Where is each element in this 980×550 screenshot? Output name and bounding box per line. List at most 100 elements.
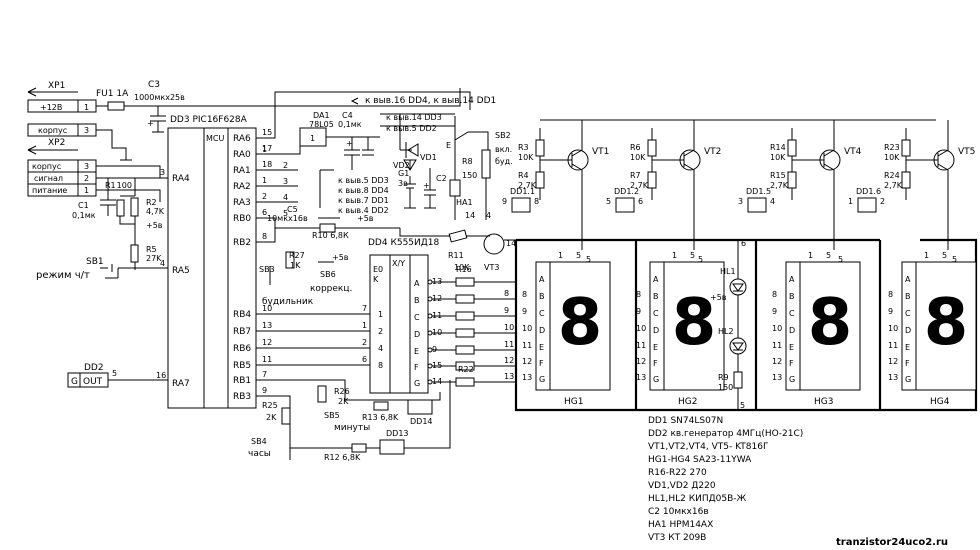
dd4-output-seg: B [414,296,420,305]
display-name: HG1 [564,397,583,407]
svg-text:R25: R25 [262,401,278,410]
svg-text:14: 14 [506,239,516,248]
svg-text:+5в: +5в [357,214,374,223]
segment-pin: 9 [888,307,893,316]
svg-text:SB4: SB4 [251,437,267,446]
svg-text:R13 6,8K: R13 6,8K [362,413,399,422]
svg-text:3в: 3в [398,179,408,188]
segment-letter: D [789,326,795,335]
svg-text:VT3: VT3 [484,263,499,272]
segment-letter: C [653,309,659,318]
segment-letter: B [789,292,795,301]
svg-text:SB5: SB5 [324,411,340,420]
svg-text:к выв.5 DD3: к выв.5 DD3 [338,176,389,185]
segment-letter: D [653,326,659,335]
transistor-leads [906,120,949,250]
mcu-pin-num: 7 [262,370,267,379]
bus-pin-num: 12 [504,356,514,365]
junction [427,313,433,319]
svg-text:10мкх16в: 10мкх16в [267,214,308,223]
segment-pin: 12 [522,357,532,366]
xp1-row2-pin: 3 [84,126,89,135]
mcu-pin-name: RB4 [233,310,251,320]
svg-text:будильник: будильник [262,297,314,307]
svg-text:R16: R16 [456,265,472,274]
mcu-pin-name: RB0 [233,214,251,224]
svg-text:R26: R26 [334,387,350,396]
svg-text:R9: R9 [718,373,729,382]
svg-text:часы: часы [248,449,271,459]
driver-r-top [647,139,657,157]
driver-r-top-value: 10K [770,153,786,162]
svg-text:4: 4 [486,211,491,220]
segment-pin: 8 [522,290,527,299]
segment-pin: 11 [522,341,532,350]
dd4-input-weight: 2 [378,327,383,336]
svg-text:0,1мк: 0,1мк [338,120,362,129]
legend-line: DD1 SN74LS07N [648,416,723,426]
driver-r-bot-name: R7 [630,171,641,180]
r2-value: 4,7K [146,207,165,216]
xp1-row1-label: +12В [40,103,62,112]
legend-line: R16-R22 270 [648,468,707,478]
xp2-name: XP2 [48,138,65,148]
bus-pin-num: 13 [504,372,514,381]
segment-pin: 13 [888,373,898,382]
svg-text:E: E [446,141,451,150]
svg-text:минуты: минуты [334,423,370,433]
bus-pin-num: 8 [504,289,509,298]
svg-text:R10 6,8К: R10 6,8К [312,231,349,240]
mcu-pin-name: RA2 [233,182,251,192]
segment-pin: 9 [522,307,527,316]
junction [427,279,433,285]
transistor-leads [652,120,695,250]
svg-text:VD1: VD1 [420,153,437,162]
driver-r-bot-name: R24 [884,171,900,180]
junction [427,296,433,302]
segment-pin: 8 [636,290,641,299]
svg-text:DD4 К555ИД18: DD4 К555ИД18 [368,238,440,248]
mcu-pin-name: RA6 [233,134,251,144]
svg-text:5: 5 [740,401,745,410]
display-pin-top: 1 [924,251,929,260]
svg-text:DD14: DD14 [410,417,433,426]
buffer-pin-in: 1 [848,197,853,206]
mcu-pin-name: RB3 [233,392,251,402]
segment-letter: A [539,275,545,284]
transistor-name: VT5 [958,147,975,157]
svg-text:к выв.14 DD3: к выв.14 DD3 [386,113,442,122]
mcu-pin-name: RB1 [233,376,251,386]
svg-text:вкл.: вкл. [495,145,512,154]
mcu-pin-num: 8 [262,232,267,241]
segment-resistor [455,311,475,321]
display-body [649,261,725,391]
segment-letter: D [905,326,911,335]
buffer-pin-out: 2 [880,197,885,206]
svg-text:SB6: SB6 [320,270,336,279]
segment-pin: 12 [636,357,646,366]
buffer-gate [747,197,767,213]
svg-text:5: 5 [112,369,117,378]
legend-line: C2 10мкх16в [648,507,709,517]
watermark: tranzistor24uco2.ru [836,537,948,548]
svg-text:SB2: SB2 [495,131,511,140]
segment-pin: 10 [636,324,646,333]
legend-line: VT3 КТ 209В [648,533,706,543]
plus5-ra4: +5в [146,221,163,230]
legend-line: DD2 кв.генератор 4МГц(НО-21С) [648,429,803,439]
svg-text:G: G [71,377,78,387]
segment-pin: 12 [888,357,898,366]
mcu-dd3: DD3 PIC16F628A MCU RA4 RA5 RA7 3 4 16 RA… [156,115,272,409]
transistor-leads [540,120,583,250]
mcu-pin-num: 11 [262,355,272,364]
dd2-name: DD2 [84,363,104,373]
svg-text:DD13: DD13 [386,429,409,438]
segment-letter: C [789,309,795,318]
sb1-name: SB1 [86,257,104,267]
dd4-input-weight: 4 [378,344,383,353]
dd4-input-weight: 1 [378,310,383,319]
